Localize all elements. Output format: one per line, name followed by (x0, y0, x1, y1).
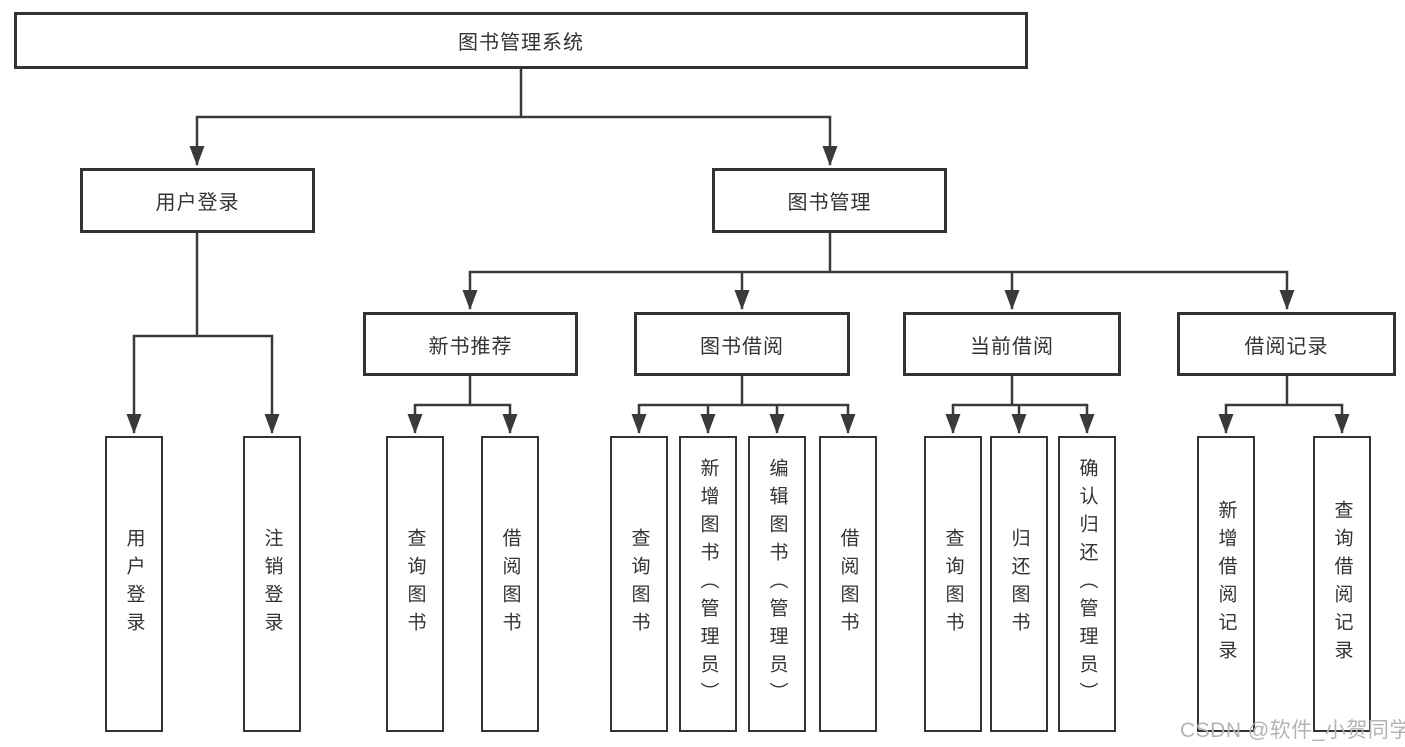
node-root-system: 图书管理系统 (14, 12, 1028, 69)
node-borrow-records: 借阅记录 (1177, 312, 1396, 376)
leaf-borrow-books-1: 借阅图书 (481, 436, 539, 732)
node-book-management: 图书管理 (712, 168, 947, 233)
leaf-add-borrow-record: 新增借阅记录 (1197, 436, 1255, 732)
node-new-book-recommend: 新书推荐 (363, 312, 578, 376)
node-book-borrow: 图书借阅 (634, 312, 850, 376)
node-user-login: 用户登录 (80, 168, 315, 233)
leaf-user-login: 用户登录 (105, 436, 163, 732)
leaf-add-books-admin: 新增图书（管理员） (679, 436, 737, 732)
leaf-query-borrow-record: 查询借阅记录 (1313, 436, 1371, 732)
leaf-logout-login: 注销登录 (243, 436, 301, 732)
csdn-watermark: CSDN @软件_小贺同学 (1180, 719, 1405, 742)
leaf-return-books: 归还图书 (990, 436, 1048, 732)
leaf-confirm-return-admin: 确认归还（管理员） (1058, 436, 1116, 732)
leaf-query-books-1: 查询图书 (386, 436, 444, 732)
leaf-query-books-3: 查询图书 (924, 436, 982, 732)
node-current-borrow: 当前借阅 (903, 312, 1121, 376)
leaf-edit-books-admin: 编辑图书（管理员） (748, 436, 806, 732)
leaf-query-books-2: 查询图书 (610, 436, 668, 732)
leaf-borrow-books-2: 借阅图书 (819, 436, 877, 732)
